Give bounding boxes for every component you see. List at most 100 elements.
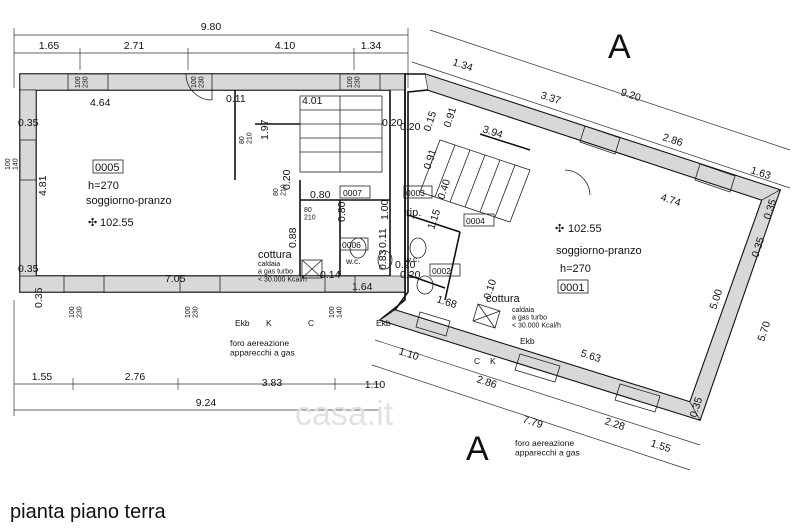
right-rip-code: 0003 (406, 188, 425, 198)
right-top-dim-2: 3.37 (539, 89, 562, 107)
bottom-dim-3: 3.83 (262, 377, 283, 389)
right-dim-3-94: 3.94 (481, 123, 504, 141)
right-dim-0-40: 0.40 (435, 178, 453, 201)
left-legend-ekb-1: Ekb (235, 318, 250, 328)
left-cooktop (301, 259, 323, 279)
right-dim-5-70: 5.70 (755, 320, 773, 343)
left-entry-door-swing (185, 73, 213, 101)
right-legend-k: K (490, 356, 496, 366)
right-wc-label: w.c. (404, 254, 420, 264)
left-dim-0-11a: 0.11 (226, 93, 246, 105)
right-cook-label: cottura (486, 293, 521, 305)
right-stairs (419, 133, 531, 223)
bottom-dim-4: 1.10 (365, 379, 386, 391)
left-dim-0-14: 0.14 (320, 269, 341, 281)
top-total-dim: 9.80 (201, 21, 222, 33)
left-door-label-2: 80210 (273, 184, 288, 196)
left-window-label-6: 100230 (185, 306, 200, 318)
left-window-label-4: 100140 (5, 158, 20, 170)
right-code-0004: 0004 (466, 216, 485, 226)
right-legend-c: C (474, 356, 480, 366)
right-rip-label: rip. (406, 207, 421, 219)
top-dim-4: 1.34 (361, 40, 382, 52)
top-dim-2: 2.71 (124, 40, 145, 52)
left-dim-0-80a: 0.80 (310, 189, 331, 201)
left-room-height: h=270 (88, 180, 119, 192)
left-window-label-1: 100230 (75, 76, 90, 88)
right-bottom-total-dim: 7.79 (521, 413, 544, 431)
watermark: casa.it (295, 395, 394, 433)
right-dim-0-15: 0.15 (421, 110, 439, 133)
left-door-label-1: 80210 (239, 132, 254, 144)
right-top-dimension-chain: 9.20 1.34 3.37 2.86 1.63 (411, 29, 791, 189)
area-icon: ✣ (88, 217, 97, 229)
left-room-code-box (92, 159, 124, 174)
bottom-dimension-chain: 1.55 2.76 3.83 1.10 9.24 (13, 300, 386, 416)
right-unit-labels: ✣ 102.55 soggiorno-pranzo h=270 0001 000… (400, 106, 779, 458)
left-dim-0-88: 0.88 (287, 227, 299, 248)
right-dim-0-35c: 0.35 (687, 396, 705, 419)
right-unit-walls (378, 73, 782, 421)
left-wc-code: 0007 (343, 188, 362, 198)
right-bottom-dim-2: 2.86 (475, 373, 498, 391)
right-bottom-dim-4: 1.55 (649, 437, 672, 455)
left-unit-labels: 0005 h=270 soggiorno-pranzo ✣ 102.55 4.6… (5, 76, 421, 357)
right-dim-5-00: 5.00 (707, 288, 725, 311)
right-room-name: soggiorno-pranzo (556, 245, 642, 257)
top-dim-1: 1.65 (39, 40, 60, 52)
right-dim-4-74: 4.74 (659, 191, 682, 209)
right-dim-1-68: 1.68 (435, 293, 458, 311)
right-wc-code-box (429, 263, 461, 277)
right-dim-0-91a: 0.91 (441, 106, 459, 129)
left-dim-4-64: 4.64 (90, 97, 111, 109)
right-dim-0-91b: 0.91 (421, 148, 439, 171)
left-window-label-5: 100230 (69, 306, 84, 318)
bottom-dim-2: 2.76 (125, 371, 146, 383)
left-dim-4-01: 4.01 (302, 95, 323, 107)
left-legend-c: C (308, 318, 314, 328)
section-mark-bottom: A (466, 430, 489, 468)
left-dim-0-20a: 0.20 (382, 117, 403, 129)
bottom-dim-1: 1.55 (32, 371, 53, 383)
left-dim-0-83: 0.83 (377, 249, 389, 270)
left-cook-code: 0006 (342, 240, 361, 250)
right-room-code-box (557, 279, 589, 294)
left-dim-0-11b: 0.11 (377, 228, 389, 248)
right-dim-0-20: 0.20 (400, 121, 421, 133)
right-room-code: 0001 (560, 282, 584, 294)
right-top-dim-4: 1.63 (749, 164, 772, 182)
left-wc-code-box (339, 185, 371, 199)
right-bottom-dim-3: 2.28 (603, 415, 626, 433)
left-wc-sink (377, 250, 393, 270)
left-dim-0-20c: 0.20 (400, 269, 421, 281)
right-bottom-dim-1: 1.10 (397, 345, 420, 363)
left-dim-4-81: 4.81 (37, 175, 49, 196)
left-room-name: soggiorno-pranzo (86, 195, 172, 207)
left-window-label-2: 100230 (347, 76, 362, 88)
left-legend-ekb-2: Ekb (376, 318, 391, 328)
bottom-total-dim: 9.24 (196, 397, 217, 409)
left-legend-k: K (266, 318, 272, 328)
left-room-code: 0005 (95, 162, 119, 174)
left-dim-0-20d: 0.20 (395, 259, 416, 271)
left-dim-0-80b: 0.80 (336, 201, 348, 222)
right-wc-code: 0002 (432, 266, 451, 276)
left-window-label-3: 100230 (191, 76, 206, 88)
left-dim-0-35a: 0.35 (18, 117, 39, 129)
section-mark-top: A (608, 28, 631, 66)
left-dim-1-00: 1.00 (379, 199, 391, 220)
right-room-height: h=270 (560, 263, 591, 275)
left-dim-0-35b: 0.35 (18, 263, 39, 275)
right-wc-sink (409, 237, 427, 259)
right-0004-box (463, 213, 495, 227)
page-title: pianta piano terra (10, 501, 167, 523)
left-dim-1-64: 1.64 (352, 281, 373, 293)
right-area-icon: ✣ (555, 223, 564, 235)
right-top-dim-1: 1.34 (451, 56, 474, 74)
right-dim-5-63: 5.63 (579, 347, 602, 365)
